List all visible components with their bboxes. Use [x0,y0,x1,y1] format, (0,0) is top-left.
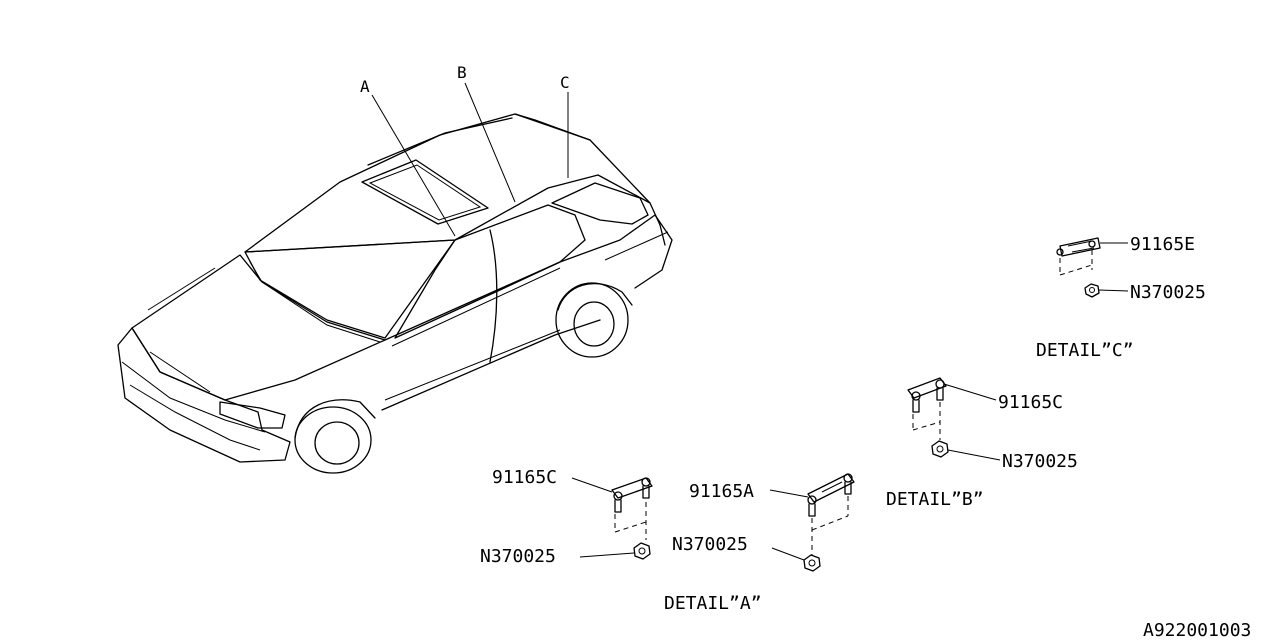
part-label-n370025-a-right: N370025 [672,534,748,555]
part-label-n370025-c: N370025 [1130,282,1206,303]
nut-n370025-c [1084,283,1100,298]
car-illustration [117,113,673,474]
detail-b: 91165C N370025 DETAIL”B” [886,377,1078,510]
part-label-91165a: 91165A [689,481,754,502]
detail-c-title: DETAIL”C” [1036,340,1134,361]
clip-91165e [1056,237,1101,276]
location-c-label: C [560,73,570,92]
clip-91165a [807,473,855,556]
part-label-91165e: 91165E [1130,234,1195,255]
location-callouts: A B C [360,63,570,237]
location-b-label: B [457,63,467,82]
nut-n370025-b [931,440,949,458]
drawing-number: A922001003 [1143,620,1251,640]
part-label-91165c-b: 91165C [998,392,1063,413]
detail-b-title: DETAIL”B” [886,489,984,510]
part-label-n370025-a-left: N370025 [480,546,556,567]
detail-a: 91165C N370025 91165A N370025 DETAIL”A” [480,467,855,614]
nut-n370025-a-left [633,542,651,560]
front-wheel [294,399,376,474]
clip-91165c-b [907,377,947,440]
part-label-91165c-a: 91165C [492,467,557,488]
detail-a-title: DETAIL”A” [664,593,762,614]
rear-wheel [555,282,633,358]
clip-91165c-a [611,477,653,540]
detail-c: 91165E N370025 DETAIL”C” [1036,234,1206,361]
nut-n370025-a-right [803,554,821,572]
location-a-label: A [360,77,370,96]
part-label-n370025-b: N370025 [1002,451,1078,472]
